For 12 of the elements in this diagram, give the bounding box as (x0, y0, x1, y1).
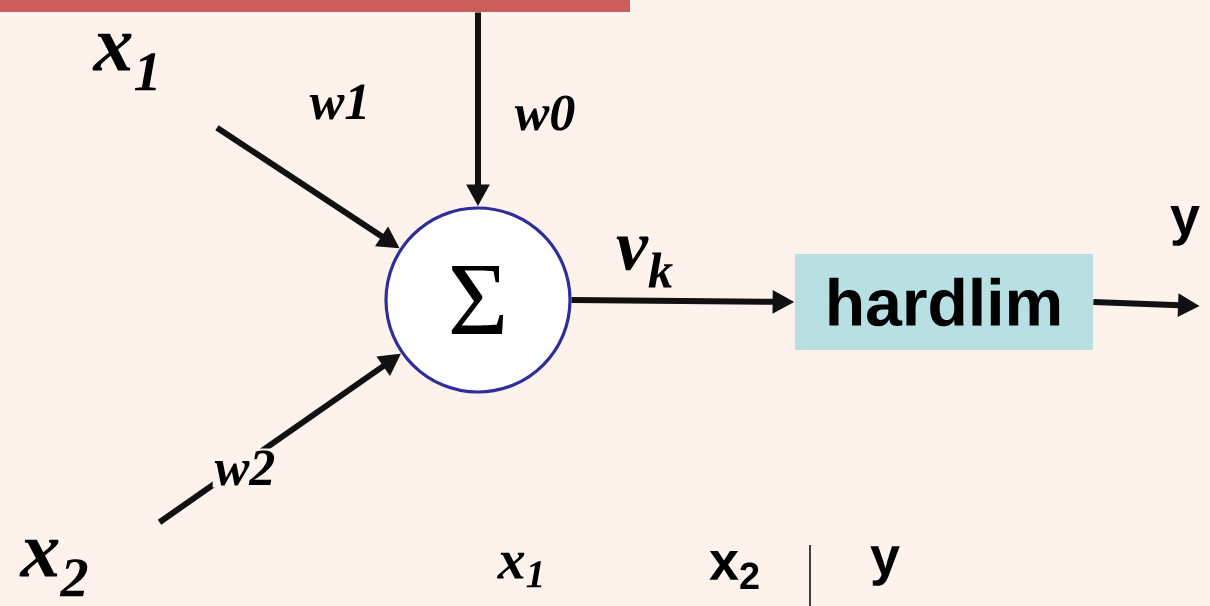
table-header: x$_{1}$ (497, 552, 542, 588)
weight-label: w1 (307, 82, 373, 122)
weight-label: w0 (512, 93, 578, 133)
weight-label: w2 (212, 448, 278, 488)
weight-label: v$_{k}$ (613, 234, 677, 290)
output-label: y (1170, 206, 1200, 246)
table-header: y (870, 546, 900, 586)
input-label: x$_{1}$ (92, 33, 156, 91)
table-header: x$_{2}$ (709, 551, 759, 589)
bias-bar (0, 0, 630, 12)
input-label: x$_{2}$ (19, 539, 88, 597)
activation-box: hardlim (795, 254, 1093, 350)
